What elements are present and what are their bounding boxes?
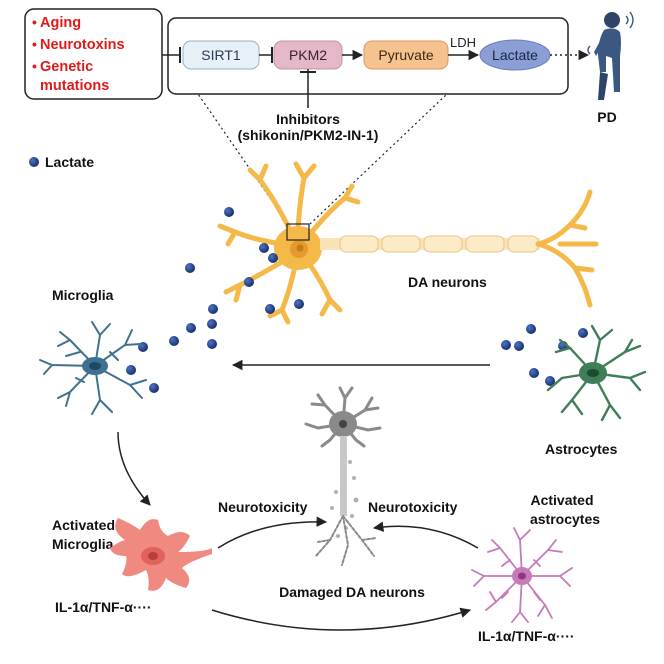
- lactate-node-label: Lactate: [492, 47, 538, 63]
- svg-text:•: •: [32, 36, 37, 52]
- da-neurons-label: DA neurons: [408, 274, 487, 290]
- inhibitors-label: Inhibitors: [276, 111, 340, 127]
- activated-microglia-label-2: Microglia: [52, 536, 114, 552]
- damaged-neurons-label: Damaged DA neurons: [279, 584, 425, 600]
- risk-factors-box: • Aging • Neurotoxins • Genetic mutation…: [24, 8, 163, 100]
- lactate-legend-label: Lactate: [45, 154, 94, 170]
- svg-text:•: •: [32, 58, 37, 74]
- microglia-cell: [39, 321, 147, 415]
- lactate-legend-dot: [29, 157, 39, 167]
- activated-astrocyte-cell: [471, 527, 573, 623]
- da-neuron: [217, 161, 599, 325]
- svg-text:•: •: [32, 14, 37, 30]
- sirt1-label: SIRT1: [201, 47, 241, 63]
- arrow-microglia-to-astrocytes: [211, 607, 472, 631]
- inhibitors-compounds: (shikonin/PKM2-IN-1): [238, 127, 379, 143]
- pathway-box: SIRT1 PKM2 Pyruvate LDH Lactate: [162, 17, 590, 108]
- activated-astrocytes-label-2: astrocytes: [530, 511, 600, 527]
- pkm2-label: PKM2: [289, 47, 327, 63]
- pd-label: PD: [597, 109, 616, 125]
- risk-neurotoxins: Neurotoxins: [40, 37, 125, 53]
- zoom-line-right: [309, 93, 448, 225]
- pd-patient-icon: [587, 11, 634, 100]
- microglia-label: Microglia: [52, 287, 114, 303]
- damaged-neuron: [304, 386, 382, 566]
- arrow-neurotoxicity-left: [217, 516, 328, 549]
- arrow-neurotoxicity-right: [372, 521, 479, 549]
- activated-astrocytes-label-1: Activated: [530, 492, 593, 508]
- risk-genetic: Genetic: [40, 59, 93, 75]
- activated-microglia-cell: [110, 518, 212, 591]
- risk-mutations: mutations: [40, 78, 109, 94]
- astrocytes-label: Astrocytes: [545, 441, 618, 457]
- lactate-dots: [126, 207, 588, 393]
- neurotoxicity-left-label: Neurotoxicity: [218, 499, 308, 515]
- ldh-label: LDH: [450, 35, 476, 50]
- cytokines-right-label: IL-1α/TNF-α····: [478, 628, 575, 644]
- risk-aging: Aging: [40, 15, 81, 31]
- activated-microglia-label-1: Activated: [52, 517, 115, 533]
- neurotoxicity-right-label: Neurotoxicity: [368, 499, 458, 515]
- pyruvate-label: Pyruvate: [378, 47, 433, 63]
- arrow-microglia-activation: [117, 431, 151, 506]
- zoom-box: [286, 223, 310, 241]
- cytokines-left-label: IL-1α/TNF-α····: [55, 599, 152, 615]
